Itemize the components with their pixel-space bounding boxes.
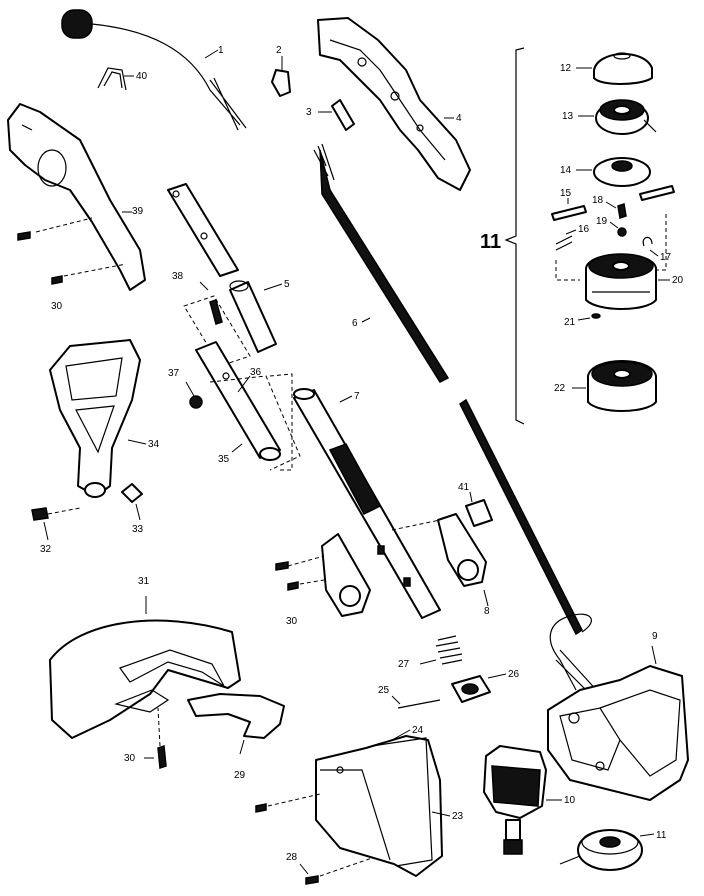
part-17-clip (642, 236, 653, 247)
part-33-wing-nut (121, 483, 143, 503)
part-32-bolt (31, 507, 81, 521)
callout-39: 39 (132, 206, 144, 217)
part-27-spring (435, 635, 463, 665)
callout-40: 40 (136, 71, 148, 82)
callout-19: 19 (596, 216, 608, 227)
callout-38: 38 (172, 271, 184, 282)
callout-7: 7 (354, 391, 360, 402)
part-15-blade (551, 185, 675, 221)
callout-30c: 30 (124, 753, 136, 764)
part-3 (331, 99, 355, 131)
callout-3: 3 (306, 107, 312, 118)
part-19-washer (617, 227, 627, 237)
callout-28: 28 (286, 852, 298, 863)
callout-18: 18 (592, 195, 604, 206)
part-1-cord (61, 9, 247, 131)
part-41-label (465, 499, 493, 527)
callout-21: 21 (564, 317, 576, 328)
part-40-clip (97, 67, 127, 91)
callout-41: 41 (458, 482, 470, 493)
callout-30b: 30 (286, 616, 298, 627)
part-12-cap (593, 52, 653, 85)
part-11-spool (559, 829, 643, 871)
callout-27: 27 (398, 659, 410, 670)
part-4-handle-half (317, 17, 471, 191)
callout-15: 15 (560, 188, 572, 199)
tube-upper (167, 183, 239, 277)
callout-11: 11 (656, 830, 667, 841)
callout-29: 29 (234, 770, 246, 781)
group-11-label: 11 (480, 231, 501, 253)
part-18-screw (617, 203, 627, 219)
callout-36: 36 (250, 367, 262, 378)
part-6-flex-shaft (313, 143, 450, 383)
callout-5: 5 (284, 279, 290, 290)
callout-16: 16 (578, 224, 590, 235)
part-39-handle-half (7, 103, 146, 291)
callout-37: 37 (168, 368, 180, 379)
part-35-lower-tube (195, 341, 281, 461)
callout-32: 32 (40, 544, 52, 555)
part-10-motor (483, 745, 547, 855)
part-26-bushing (451, 675, 491, 703)
callout-22: 22 (554, 383, 566, 394)
callout-6: 6 (352, 318, 358, 329)
part-8-bracket (321, 513, 487, 617)
callout-9: 9 (652, 631, 658, 642)
part-34-assist-handle (49, 339, 141, 498)
part-2 (271, 69, 291, 97)
part-21-washer (591, 313, 601, 319)
part-23-motor-cover (315, 735, 443, 877)
part-25-pin (397, 699, 441, 709)
part-37-nut (189, 395, 203, 409)
callout-31: 31 (138, 576, 150, 587)
callout-8: 8 (484, 606, 490, 617)
part-20-spool-housing (585, 253, 657, 310)
callout-13: 13 (562, 111, 574, 122)
part-9-motor-housing (547, 665, 689, 801)
part-31-guard (49, 619, 241, 739)
part-29-bracket (187, 693, 285, 739)
callout-33: 33 (132, 524, 144, 535)
callout-10: 10 (564, 795, 576, 806)
part-16-spring (555, 235, 573, 251)
part-7-shaft-housing (293, 388, 441, 619)
callout-14: 14 (560, 165, 572, 176)
callout-30a: 30 (51, 301, 63, 312)
drive-cable (459, 398, 601, 701)
callout-25: 25 (378, 685, 390, 696)
part-30-screw (157, 707, 167, 770)
part-14-hub (593, 157, 651, 187)
group-11-bracket (504, 47, 525, 425)
callout-20: 20 (672, 275, 684, 286)
part-5-coupler (229, 280, 277, 353)
callout-24: 24 (412, 725, 424, 736)
part-13-line-spool (595, 99, 657, 135)
callout-34: 34 (148, 439, 160, 450)
callout-1: 1 (218, 45, 224, 56)
part-22-housing-alt (587, 360, 657, 412)
callout-4: 4 (456, 113, 462, 124)
callout-2: 2 (276, 45, 282, 56)
callout-12: 12 (560, 63, 572, 74)
callout-26: 26 (508, 669, 520, 680)
callout-35: 35 (218, 454, 230, 465)
callout-23: 23 (452, 811, 464, 822)
